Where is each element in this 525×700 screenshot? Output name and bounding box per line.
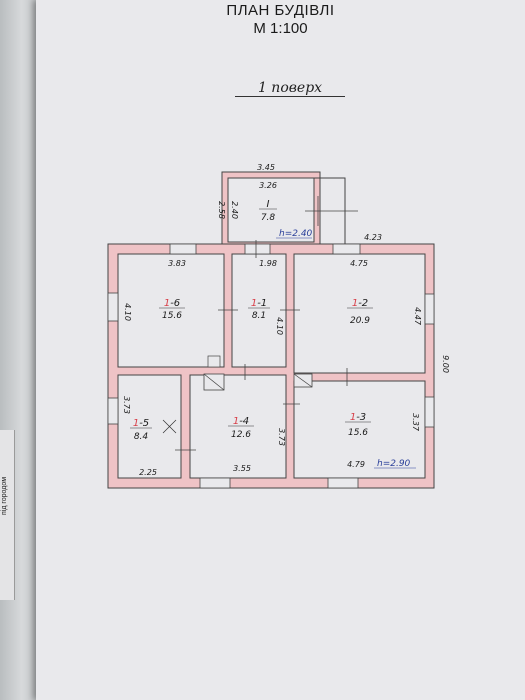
dim-room-1-2-width: 4.75 xyxy=(350,259,368,268)
room-1-5 xyxy=(117,374,182,479)
room-1-6 xyxy=(117,253,225,368)
dim-vestibule-outer: 3.45 xyxy=(257,163,275,172)
room-id-1-5: 1-5 xyxy=(133,418,149,429)
dim-room-1-3-depth: 3.37 xyxy=(411,413,420,432)
room-id-1-6: 1-6 xyxy=(164,298,180,309)
room-1-3 xyxy=(293,380,426,479)
dim-room-1-1-depth: 4.10 xyxy=(275,317,284,335)
dim-room-1-4-depth: 3.73 xyxy=(277,428,286,446)
dim-room-1-6-width: 3.83 xyxy=(168,259,186,268)
room-area-1-4: 12.6 xyxy=(231,430,251,440)
windows xyxy=(107,243,435,489)
left-strip: під городом xyxy=(0,0,36,700)
dim-room-1-3-width: 4.79 xyxy=(347,460,365,469)
dim-vestibule-inner: 3.26 xyxy=(259,181,277,190)
plan-title: ПЛАН БУДІВЛІ xyxy=(226,2,335,19)
floor-label: 1 поверх xyxy=(235,80,345,97)
room-1-1 xyxy=(231,253,287,368)
room-area-1-3: 15.6 xyxy=(348,428,368,438)
dim-room-1-5-depth: 3.73 xyxy=(122,396,131,414)
dim-room-1-2-depth: 4.47 xyxy=(413,307,422,326)
plan-scale: М 1:100 xyxy=(253,20,308,37)
dim-offset: 4.23 xyxy=(364,233,382,242)
room-1-4 xyxy=(189,374,287,479)
room-area-I: 7.8 xyxy=(261,213,276,223)
room-id-1-3: 1-3 xyxy=(350,412,366,423)
dim-room-1-4-width: 3.55 xyxy=(233,464,251,473)
room-area-1-2: 20.9 xyxy=(350,316,370,326)
height-label-room-1-3: h=2.90 xyxy=(377,459,411,469)
dim-vestibule-side-inner: 2.40 xyxy=(230,201,239,219)
dimension-labels: 3.45 3.26 2.58 2.40 4.23 3.83 1.98 4.75 … xyxy=(122,163,450,477)
dim-room-1-1-width: 1.98 xyxy=(259,259,277,268)
room-1-5-arrows-icon xyxy=(162,419,177,434)
stove-icon-2-diagonal xyxy=(293,373,313,388)
room-id-I: I xyxy=(267,199,270,210)
side-tab xyxy=(0,430,15,600)
room-id-1-4: 1-4 xyxy=(233,416,249,427)
room-id-1-2: 1-2 xyxy=(352,298,368,309)
room-labels: I 7.8 1-6 15.6 1-1 8.1 1-2 20.9 1-5 8.4 … xyxy=(130,199,373,442)
dim-vestibule-side-outer: 2.58 xyxy=(217,201,226,219)
stove-icon-diagonal xyxy=(203,373,225,391)
vestibule-room xyxy=(227,177,315,243)
chimney-icon xyxy=(207,355,221,368)
room-1-2 xyxy=(293,253,426,374)
room-area-1-5: 8.4 xyxy=(134,432,149,442)
dim-room-1-5-width: 2.25 xyxy=(139,468,157,477)
doors xyxy=(175,240,348,451)
dim-room-1-6-depth: 4.10 xyxy=(123,303,132,321)
room-id-1-1: 1-1 xyxy=(251,298,267,309)
dim-building-depth: 9.00 xyxy=(441,355,450,373)
height-label-vestibule: h=2.40 xyxy=(279,229,313,239)
room-area-1-6: 15.6 xyxy=(162,311,182,321)
room-area-1-1: 8.1 xyxy=(252,311,266,321)
